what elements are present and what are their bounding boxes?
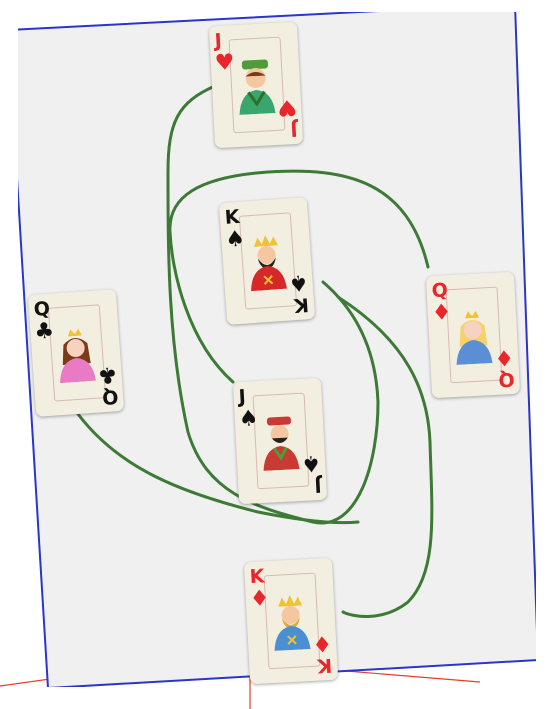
card-rank: Q: [33, 300, 50, 320]
card-rank: J: [238, 388, 246, 407]
card-king-of-diamonds[interactable]: K ♦ K ♦: [244, 558, 338, 684]
card-rank: K: [249, 567, 265, 587]
card-queen-of-clubs[interactable]: Q ♣ Q ♣: [28, 289, 124, 417]
jack-figure-icon: [253, 413, 308, 472]
jack-figure-icon: [229, 57, 284, 116]
card-jack-of-hearts[interactable]: J ♥ J ♥: [209, 22, 303, 148]
card-rank: K: [294, 294, 310, 314]
king-figure-icon: [239, 232, 295, 291]
card-rank: Q: [101, 386, 118, 406]
card-rank: Q: [498, 369, 515, 389]
card-queen-of-diamonds[interactable]: Q ♦ Q ♦: [426, 272, 520, 398]
card-rank: J: [314, 475, 322, 494]
card-rank: K: [224, 208, 240, 228]
king-figure-icon: [264, 593, 319, 652]
card-king-of-spades[interactable]: K ♠ K ♠: [219, 197, 315, 325]
queen-figure-icon: [446, 307, 501, 366]
card-jack-of-spades[interactable]: J ♠ J ♠: [233, 378, 327, 504]
card-rank: J: [214, 32, 222, 51]
puzzle-sheet: J ♥ J ♥ K ♠ K ♠ Q ♣ Q ♣: [18, 12, 536, 687]
queen-figure-icon: [48, 324, 104, 383]
card-rank: K: [317, 655, 333, 675]
card-rank: Q: [431, 281, 448, 301]
card-rank: J: [290, 119, 298, 138]
